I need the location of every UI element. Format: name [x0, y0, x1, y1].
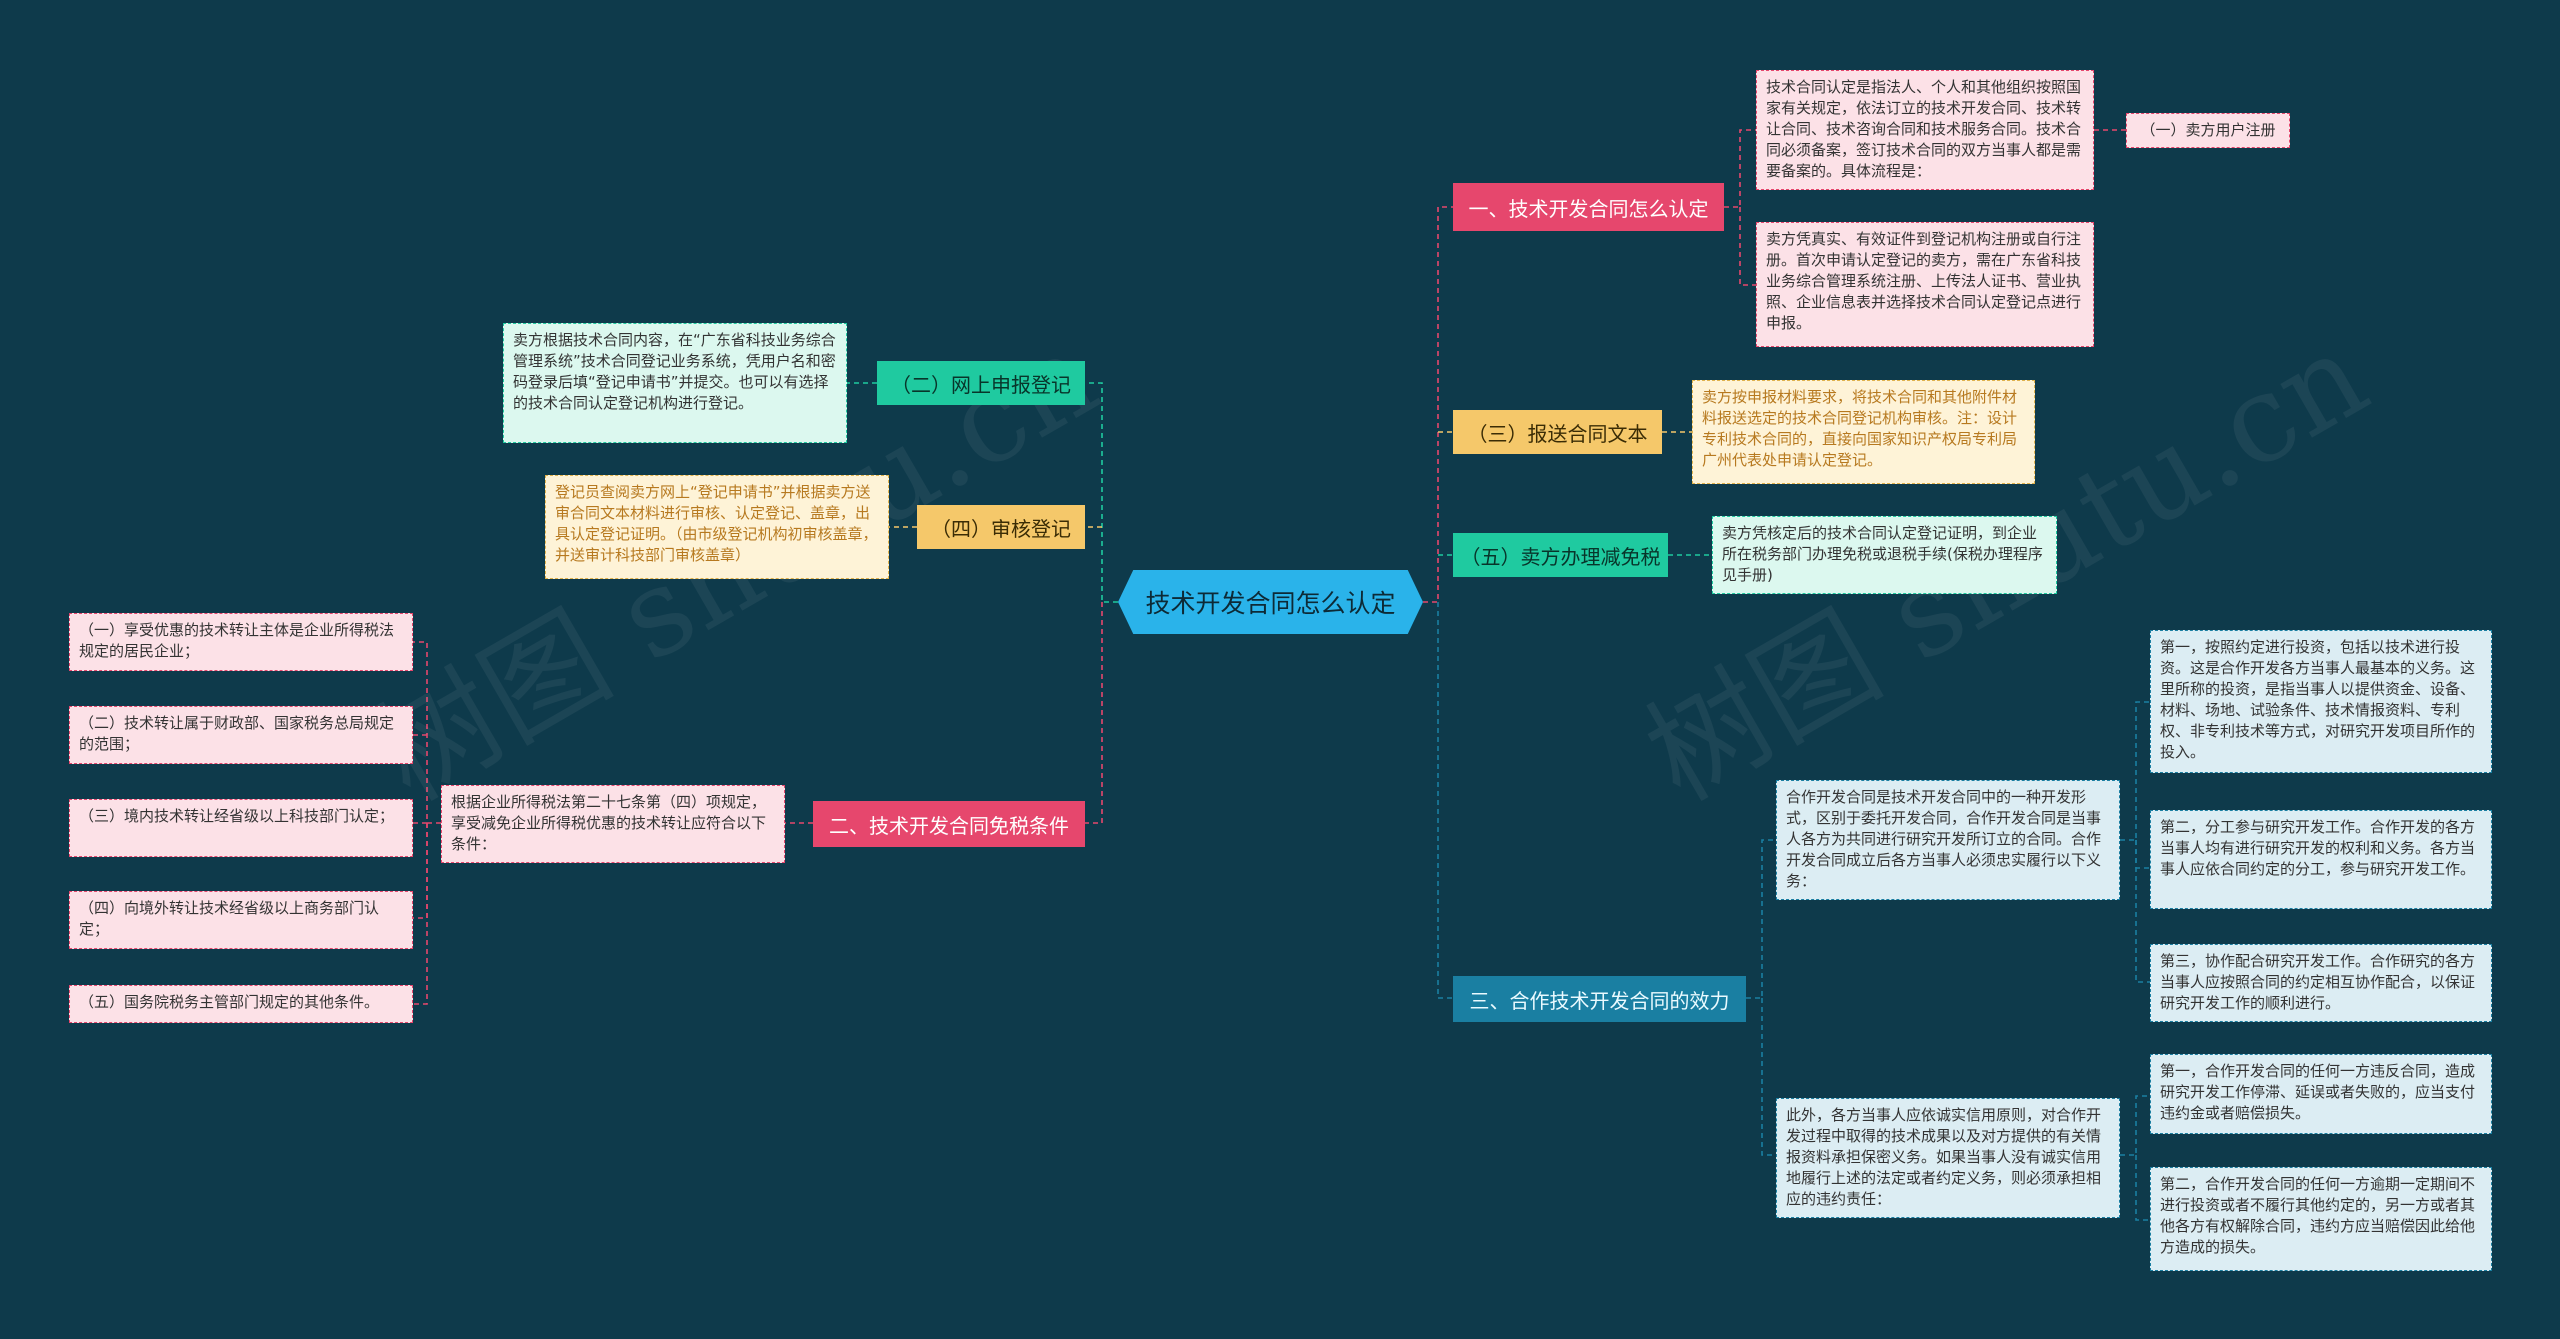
- duty-item: 第三，协作配合研究开发工作。合作研究的各方当事人应按照合同的约定相互协作配合，以…: [2150, 944, 2492, 1022]
- condition-item: （二）技术转让属于财政部、国家税务总局规定的范围；: [69, 706, 413, 764]
- branch-title-online-registration[interactable]: （二）网上申报登记: [877, 361, 1085, 405]
- duty-item: 第二，分工参与研究开发工作。合作开发的各方当事人均有进行研究开发的权利和义务。各…: [2150, 810, 2492, 909]
- branch-title-cooperation-effect[interactable]: 三、合作技术开发合同的效力: [1453, 976, 1746, 1022]
- branch-text: 此外，各方当事人应依诚实信用原则，对合作开发过程中取得的技术成果以及对方提供的有…: [1776, 1098, 2120, 1218]
- liability-item: 第二，合作开发合同的任何一方逾期一定期间不进行投资或者不履行其他约定的，另一方或…: [2150, 1167, 2492, 1271]
- branch-text: 根据企业所得税法第二十七条第（四）项规定，享受减免企业所得税优惠的技术转让应符合…: [441, 785, 785, 863]
- branch-title-contract-recognition[interactable]: 一、技术开发合同怎么认定: [1453, 183, 1724, 231]
- branch-text: 合作开发合同是技术开发合同中的一种开发形式，区别于委托开发合同，合作开发合同是当…: [1776, 780, 2120, 900]
- branch-text: 卖方根据技术合同内容，在“广东省科技业务综合管理系统”技术合同登记业务系统，凭用…: [503, 323, 847, 443]
- branch-title-review-registration[interactable]: （四）审核登记: [917, 505, 1085, 549]
- branch-text: 卖方凭真实、有效证件到登记机构注册或自行注册。首次申请认定登记的卖方，需在广东省…: [1756, 222, 2094, 347]
- condition-item: （三）境内技术转让经省级以上科技部门认定；: [69, 799, 413, 857]
- branch-text: 技术合同认定是指法人、个人和其他组织按照国家有关规定，依法订立的技术开发合同、技…: [1756, 70, 2094, 190]
- center-topic[interactable]: 技术开发合同怎么认定: [1118, 570, 1423, 634]
- branch-title-submit-text[interactable]: （三）报送合同文本: [1453, 410, 1662, 454]
- condition-item: （一）享受优惠的技术转让主体是企业所得税法规定的居民企业；: [69, 613, 413, 671]
- condition-item: （五）国务院税务主管部门规定的其他条件。: [69, 985, 413, 1023]
- sub-item-seller-registration[interactable]: （一）卖方用户注册: [2126, 113, 2290, 148]
- branch-text: 卖方按申报材料要求，将技术合同和其他附件材料报送选定的技术合同登记机构审核。注：…: [1692, 380, 2035, 484]
- branch-title-tax-exemption-conditions[interactable]: 二、技术开发合同免税条件: [813, 801, 1085, 847]
- duty-item: 第一，按照约定进行投资，包括以技术进行投资。这是合作开发各方当事人最基本的义务。…: [2150, 630, 2492, 773]
- branch-title-tax-relief[interactable]: （五）卖方办理减免税: [1453, 533, 1668, 577]
- condition-item: （四）向境外转让技术经省级以上商务部门认定；: [69, 891, 413, 949]
- liability-item: 第一，合作开发合同的任何一方违反合同，造成研究开发工作停滞、延误或者失败的，应当…: [2150, 1054, 2492, 1134]
- branch-text: 登记员查阅卖方网上“登记申请书”并根据卖方送审合同文本材料进行审核、认定登记、盖…: [545, 475, 889, 579]
- branch-text: 卖方凭核定后的技术合同认定登记证明，到企业所在税务部门办理免税或退税手续(保税办…: [1712, 516, 2057, 594]
